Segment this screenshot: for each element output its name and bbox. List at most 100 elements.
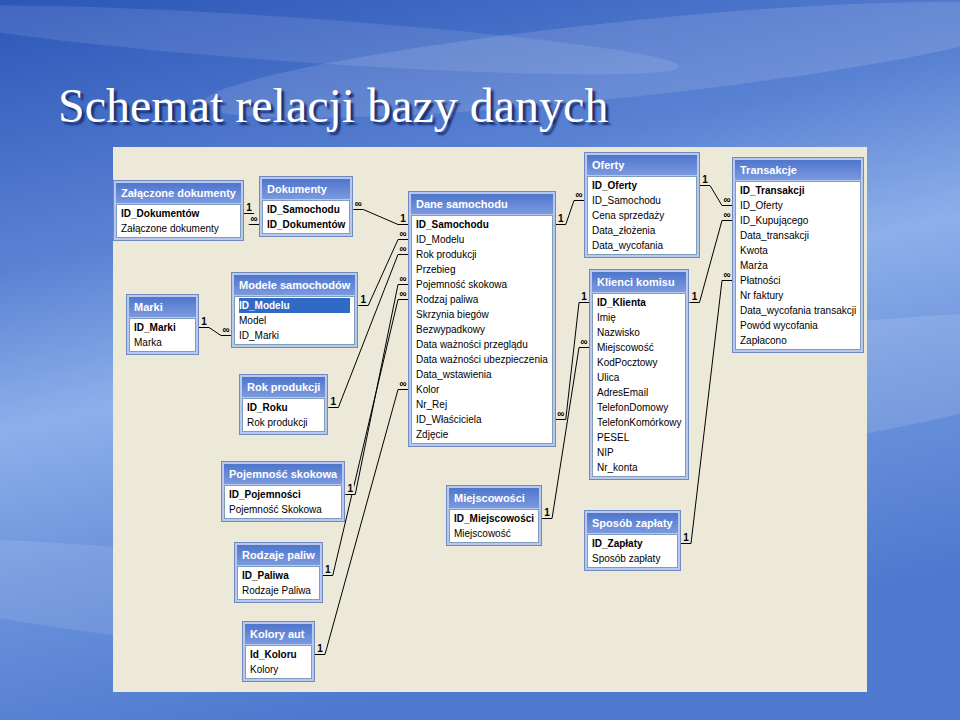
table-field: ID_Miejscowości — [454, 511, 534, 526]
table-title: Sposób zapłaty — [587, 513, 678, 533]
cardinality-many: ∞ — [221, 325, 230, 335]
relationship-line — [244, 214, 259, 225]
table-field: ID_Właściciela — [416, 412, 548, 427]
cardinality-many: ∞ — [398, 289, 407, 299]
table-title: Kolory aut — [245, 624, 312, 644]
table-field: ID_Pojemności — [229, 487, 337, 502]
table-field: Rodzaj paliwa — [416, 292, 548, 307]
field-list: Id_KoloruKolory — [245, 645, 312, 679]
table-field: Data_wycofania — [592, 238, 692, 253]
cardinality-one: 1 — [580, 292, 588, 302]
table-field: ID_Samochodu — [592, 193, 692, 208]
cardinality-one: 1 — [245, 203, 253, 213]
field-list: ID_PojemnościPojemność Skokowa — [224, 485, 342, 519]
table-field: ID_Modelu — [239, 298, 350, 313]
table-field: Bezwypadkowy — [416, 322, 548, 337]
cardinality-one: 1 — [330, 397, 338, 407]
relationship-line — [556, 201, 584, 225]
table-field: ID_Klienta — [597, 295, 681, 310]
cardinality-one: 1 — [557, 214, 565, 224]
table-field: AdresEmail — [597, 385, 681, 400]
table-field: ID_Oferty — [592, 178, 692, 193]
relationship-line — [358, 240, 408, 306]
cardinality-many: ∞ — [398, 274, 407, 284]
table-field: Data ważności przeglądu — [416, 337, 548, 352]
table-field: Imię — [597, 310, 681, 325]
field-list: ID_ZapłatySposób zapłaty — [587, 534, 678, 568]
table-field: ID_Roku — [247, 400, 320, 415]
relationship-line — [353, 210, 408, 225]
table-box: DokumentyID_SamochoduID_Dokumentów — [259, 176, 353, 237]
table-field: Data_wstawienia — [416, 367, 548, 382]
table-field: TelefonKomórkowy — [597, 415, 681, 430]
table-field: ID_Marki — [134, 320, 191, 335]
field-list: ID_ModeluModelID_Marki — [234, 296, 355, 345]
table-box: Kolory autId_KoloruKolory — [242, 621, 315, 682]
table-field: Pojemność skokowa — [416, 277, 548, 292]
table-field: ID_Samochodu — [267, 202, 345, 217]
table-field: Załączone dokumenty — [121, 221, 236, 236]
table-field: Data_wycofania transakcji — [740, 303, 856, 318]
cardinality-one: 1 — [543, 508, 551, 518]
table-field: Kolory — [250, 662, 307, 677]
table-field: Marka — [134, 335, 191, 350]
relationship-line — [315, 390, 408, 655]
table-field: Kolor — [416, 382, 548, 397]
table-field: Sposób zapłaty — [592, 551, 673, 566]
table-field: Model — [239, 313, 350, 328]
table-field: Data_złożenia — [592, 223, 692, 238]
table-box: Załączone dokumentyID_DokumentówZałączon… — [113, 180, 244, 241]
table-title: Załączone dokumenty — [116, 183, 241, 203]
table-field: Skrzynia biegów — [416, 307, 548, 322]
table-title: Rodzaje paliw — [237, 545, 320, 565]
table-box: MarkiID_MarkiMarka — [126, 294, 199, 355]
field-list: ID_PaliwaRodzaje Paliwa — [237, 566, 320, 600]
table-field: PESEL — [597, 430, 681, 445]
table-field: Nr_konta — [597, 460, 681, 475]
table-field: Marża — [740, 258, 856, 273]
table-field: KodPocztowy — [597, 355, 681, 370]
cardinality-many: ∞ — [398, 379, 407, 389]
wave-streak — [0, 0, 681, 88]
field-list: ID_TransakcjiID_OfertyID_KupującegoData_… — [735, 181, 861, 350]
cardinality-many: ∞ — [398, 244, 407, 254]
screenshot-panel — [113, 147, 867, 692]
relationship-line — [700, 186, 732, 206]
table-field: ID_Modelu — [416, 232, 548, 247]
cardinality-one: 1 — [316, 644, 324, 654]
cardinality-many: ∞ — [722, 195, 731, 205]
table-field: Id_Koloru — [250, 647, 307, 662]
field-list: ID_SamochoduID_ModeluRok produkcjiPrzebi… — [411, 215, 553, 444]
table-field: Nr_Rej — [416, 397, 548, 412]
table-box: Pojemność skokowaID_PojemnościPojemność … — [221, 461, 345, 522]
table-field: ID_Marki — [239, 328, 350, 343]
table-field: Rodzaje Paliwa — [242, 583, 315, 598]
table-box: Modele samochodówID_ModeluModelID_Marki — [231, 272, 358, 348]
table-field: Miejscowość — [597, 340, 681, 355]
table-box: Rok produkcjiID_RokuRok produkcji — [239, 374, 328, 435]
table-box: MiejscowościID_MiejscowościMiejscowość — [446, 485, 542, 546]
table-field: Ulica — [597, 370, 681, 385]
table-title: Oferty — [587, 155, 697, 175]
cardinality-many: ∞ — [398, 229, 407, 239]
table-field: ID_Dokumentów — [267, 217, 345, 232]
table-field: Kwota — [740, 243, 856, 258]
field-list: ID_SamochoduID_Dokumentów — [262, 200, 350, 234]
table-field: Rok produkcji — [247, 415, 320, 430]
table-field: Zdjęcie — [416, 427, 548, 442]
table-field: Rok produkcji — [416, 247, 548, 262]
table-title: Pojemność skokowa — [224, 464, 342, 484]
table-field: ID_Samochodu — [416, 217, 548, 232]
table-field: NIP — [597, 445, 681, 460]
cardinality-many: ∞ — [579, 337, 588, 347]
table-box: Rodzaje paliwID_PaliwaRodzaje Paliwa — [234, 542, 323, 603]
field-list: ID_RokuRok produkcji — [242, 398, 325, 432]
table-field: ID_Kupującego — [740, 213, 856, 228]
table-title: Transakcje — [735, 160, 861, 180]
table-field: ID_Dokumentów — [121, 206, 236, 221]
table-title: Miejscowości — [449, 488, 539, 508]
cardinality-many: ∞ — [249, 214, 258, 224]
table-field: Nazwisko — [597, 325, 681, 340]
cardinality-one: 1 — [359, 295, 367, 305]
